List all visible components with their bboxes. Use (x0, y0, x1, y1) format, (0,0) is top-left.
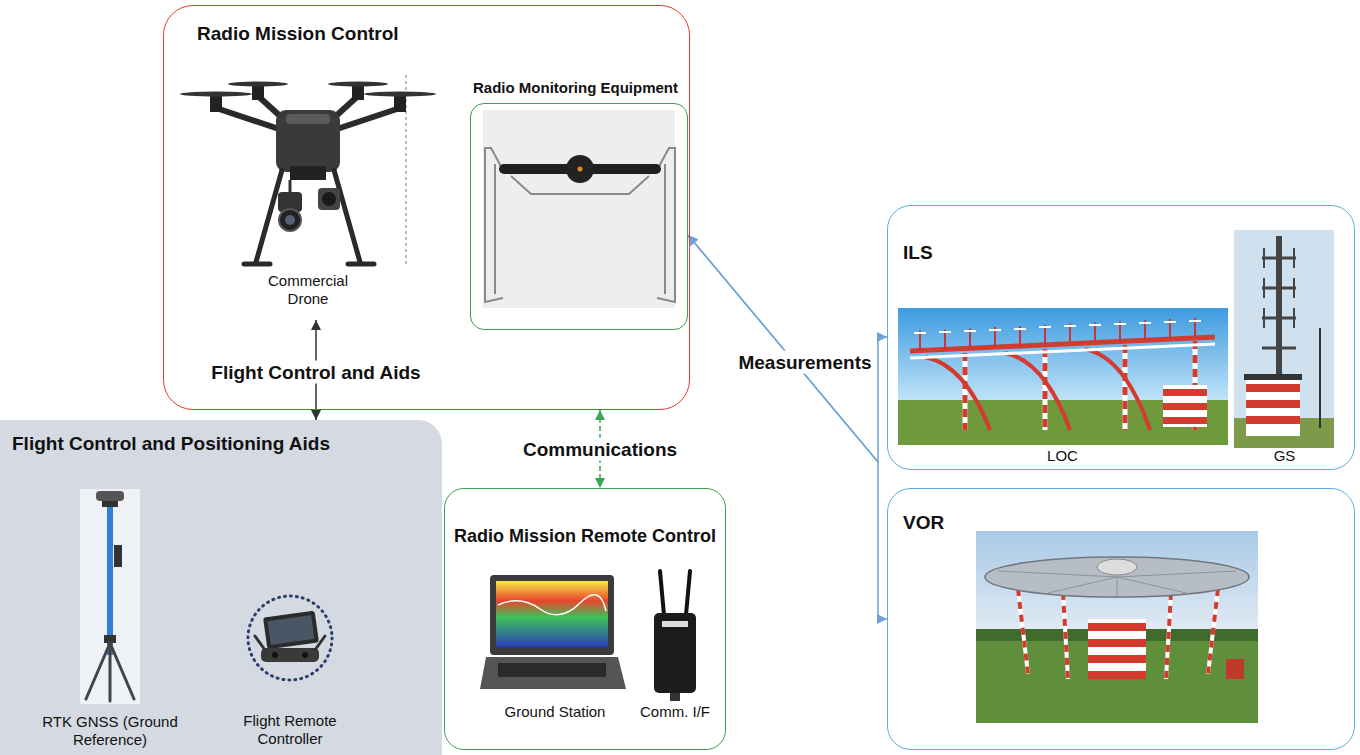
box-caption: LOC (1047, 447, 1078, 465)
comm-interface-node: Comm. I/F (636, 565, 714, 725)
vor-illustration (888, 489, 1356, 751)
connector-line (688, 235, 887, 462)
box-heading: Flight Control and Positioning Aids (12, 432, 330, 455)
vor-box: VOR (887, 488, 1355, 750)
drone-node: Commercial Drone (178, 70, 438, 320)
remote-controller-node: Flight Remote Controller (225, 590, 355, 752)
box-caption: GS (1274, 447, 1296, 465)
edge-label: Flight Control and Aids (207, 361, 424, 384)
box-caption: Flight Remote Controller (228, 712, 353, 748)
connector (688, 235, 887, 462)
ils-box: ILS (887, 205, 1355, 470)
gnss-tripod-illustration (40, 485, 180, 753)
box-heading: ILS (903, 241, 933, 264)
box-heading: Radio Mission Control (197, 22, 399, 45)
arrow-head (595, 478, 605, 488)
edge-label-holder: Communications (519, 438, 681, 461)
box-caption: Commercial Drone (258, 272, 358, 308)
positioning-aids-box: Flight Control and Positioning Aids RTK … (0, 420, 442, 755)
edge-label-holder: Flight Control and Aids (207, 361, 424, 384)
arrow-head (311, 320, 321, 330)
edge-label: Measurements (734, 351, 875, 374)
laptop-illustration (480, 565, 630, 725)
localizer-illustration (895, 305, 1230, 465)
glide-slope-illustration (1232, 228, 1337, 465)
arrow-head (877, 614, 887, 624)
box-caption: Comm. I/F (640, 703, 710, 721)
gnss-node: RTK GNSS (Ground Reference) (40, 485, 180, 753)
localizer-node: LOC (895, 305, 1230, 465)
box-heading: Radio Monitoring Equipment (473, 79, 678, 97)
glide-slope-node: GS (1232, 228, 1337, 465)
antenna-illustration (471, 104, 687, 328)
monitoring-box: Radio Monitoring Equipment (470, 103, 688, 330)
edge-label: Communications (519, 438, 681, 461)
box-caption: RTK GNSS (Ground Reference) (40, 713, 180, 749)
edge-label-holder: Measurements (734, 351, 875, 374)
arrow-head (877, 332, 887, 342)
ground-station-node: Ground Station (480, 565, 630, 725)
mission-control-box: Radio Mission Control Commercial (163, 5, 690, 410)
remote-control-box: Radio Mission Remote Control Ground Stat… (444, 488, 726, 750)
box-heading: Radio Mission Remote Control (454, 525, 716, 548)
arrow-head (595, 410, 605, 420)
arrow-head (311, 410, 321, 420)
box-caption: Ground Station (505, 703, 606, 721)
box-heading: VOR (903, 511, 944, 534)
comm-interface-illustration (636, 565, 714, 725)
